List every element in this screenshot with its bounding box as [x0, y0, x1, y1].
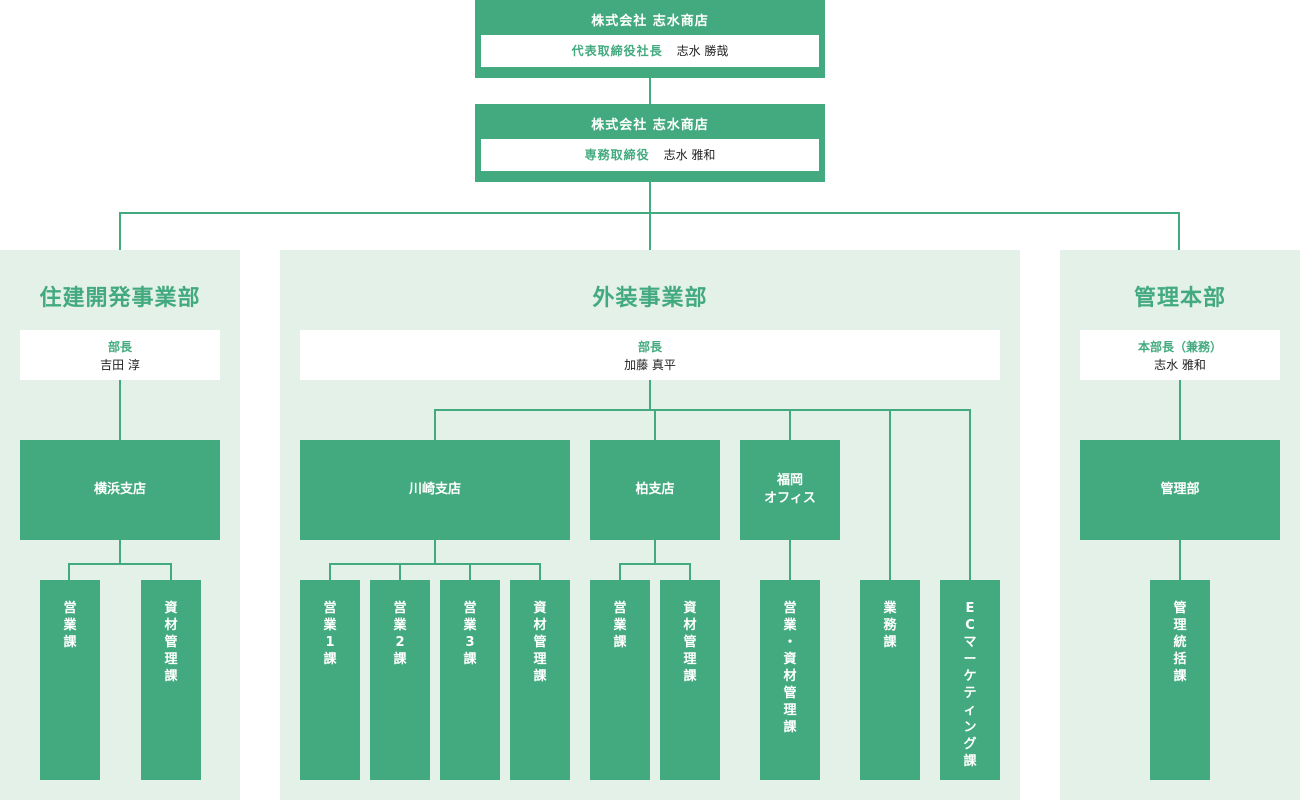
- connector-div3-branch: [1179, 540, 1181, 580]
- section-kanri-tokatsu: 管理統括課: [1150, 580, 1210, 780]
- connector-div1: [119, 212, 121, 250]
- connector-kawasaki-s2: [399, 563, 401, 580]
- connector-kashiwa-s2: [689, 563, 691, 580]
- div1-head-card: 部長 吉田 淳: [20, 330, 220, 380]
- div3-head-role: 本部長（兼務）: [1137, 340, 1222, 354]
- ceo-box: 株式会社 志水商店 代表取締役社長志水 勝哉: [475, 0, 825, 78]
- connector-div2-fukuoka: [789, 409, 791, 440]
- section-label: 資材管理課: [683, 601, 697, 684]
- connector-kashiwa-down: [654, 540, 656, 564]
- section-gyomu: 業務課: [860, 580, 920, 780]
- senior-director-name: 志水 雅和: [663, 148, 716, 162]
- branch-kanri-label: 管理部: [1160, 482, 1200, 497]
- section-yokohama-sales: 営業課: [40, 580, 100, 780]
- div1-head-name: 吉田 淳: [100, 358, 140, 372]
- connector-div2-kawasaki: [434, 409, 436, 440]
- section-label: 管理統括課: [1173, 601, 1187, 684]
- connector-div2-ec: [969, 409, 971, 580]
- section-fukuoka-sales-materials: 営業・資材管理課: [760, 580, 820, 780]
- senior-director-box: 株式会社 志水商店 専務取締役志水 雅和: [475, 104, 825, 182]
- section-kawasaki-materials: 資材管理課: [510, 580, 570, 780]
- div3-head-name: 志水 雅和: [1154, 358, 1206, 372]
- connector-kawasaki-down: [434, 540, 436, 564]
- branch-yokohama-label: 横浜支店: [93, 482, 146, 497]
- div2-head-card: 部長 加藤 真平: [300, 330, 1000, 380]
- division-title-jyuken: 住建開発事業部: [39, 286, 201, 311]
- section-yokohama-materials: 資材管理課: [141, 580, 201, 780]
- section-label: 営業・資材管理課: [783, 601, 797, 735]
- section-kashiwa-sales: 営業課: [590, 580, 650, 780]
- branch-kawasaki: 川崎支店: [300, 440, 570, 540]
- section-label: 資材管理課: [533, 601, 547, 684]
- section-label: 業務課: [883, 601, 897, 650]
- connector-kawasaki-s4: [539, 563, 541, 580]
- branch-fukuoka-label-line2: オフィス: [764, 491, 816, 506]
- division-title-kanri: 管理本部: [1133, 286, 1226, 311]
- div2-head-name: 加藤 真平: [624, 358, 676, 372]
- section-label: 営業課: [63, 601, 77, 650]
- connector-kawasaki-bar: [329, 563, 541, 565]
- connector-div2-bar: [434, 409, 971, 411]
- connector-div3: [1178, 212, 1180, 250]
- ceo-card: 代表取締役社長志水 勝哉: [481, 35, 819, 67]
- connector-kashiwa-bar: [619, 563, 691, 565]
- section-label: 資材管理課: [164, 601, 178, 684]
- branch-kashiwa: 柏支店: [590, 440, 720, 540]
- div3-head-card: 本部長（兼務） 志水 雅和: [1080, 330, 1280, 380]
- connector-div1-head: [119, 380, 121, 440]
- connector-kawasaki-s3: [469, 563, 471, 580]
- div1-head-role: 部長: [107, 340, 132, 354]
- connector-div1-s2: [170, 563, 172, 580]
- branch-kashiwa-label: 柏支店: [635, 482, 675, 497]
- connector-div2-gyomu: [889, 409, 891, 580]
- connector-kawasaki-s1: [329, 563, 331, 580]
- division-title-gaiso: 外装事業部: [592, 286, 708, 311]
- connector-div2-head: [649, 380, 651, 410]
- connector-div1-branch: [119, 540, 121, 564]
- div2-head-role: 部長: [637, 340, 662, 354]
- ceo-name: 志水 勝哉: [676, 44, 729, 58]
- connector-fukuoka-down: [789, 540, 791, 580]
- connector-top-to-divisions: [649, 182, 651, 214]
- connector-div1-s1: [68, 563, 70, 580]
- ceo-role: 代表取締役社長: [571, 44, 663, 58]
- branch-fukuoka-label-line1: 福岡: [776, 473, 803, 488]
- section-kashiwa-materials: 資材管理課: [660, 580, 720, 780]
- ceo-company: 株式会社 志水商店: [591, 14, 709, 29]
- branch-yokohama: 横浜支店: [20, 440, 220, 540]
- branch-fukuoka: 福岡 オフィス: [740, 440, 840, 540]
- connector-kashiwa-s1: [619, 563, 621, 580]
- connector-div2: [649, 212, 651, 250]
- branch-kawasaki-label: 川崎支店: [408, 482, 461, 497]
- senior-director-company: 株式会社 志水商店: [591, 118, 709, 133]
- section-label: 営業課: [613, 601, 627, 650]
- connector-div1-bar: [68, 563, 172, 565]
- senior-director-role: 専務取締役: [584, 148, 650, 162]
- connector-div2-kashiwa: [654, 409, 656, 440]
- connector-top: [649, 78, 651, 104]
- senior-director-card: 専務取締役志水 雅和: [481, 139, 819, 171]
- branch-kanri: 管理部: [1080, 440, 1280, 540]
- connector-div3-head: [1179, 380, 1181, 440]
